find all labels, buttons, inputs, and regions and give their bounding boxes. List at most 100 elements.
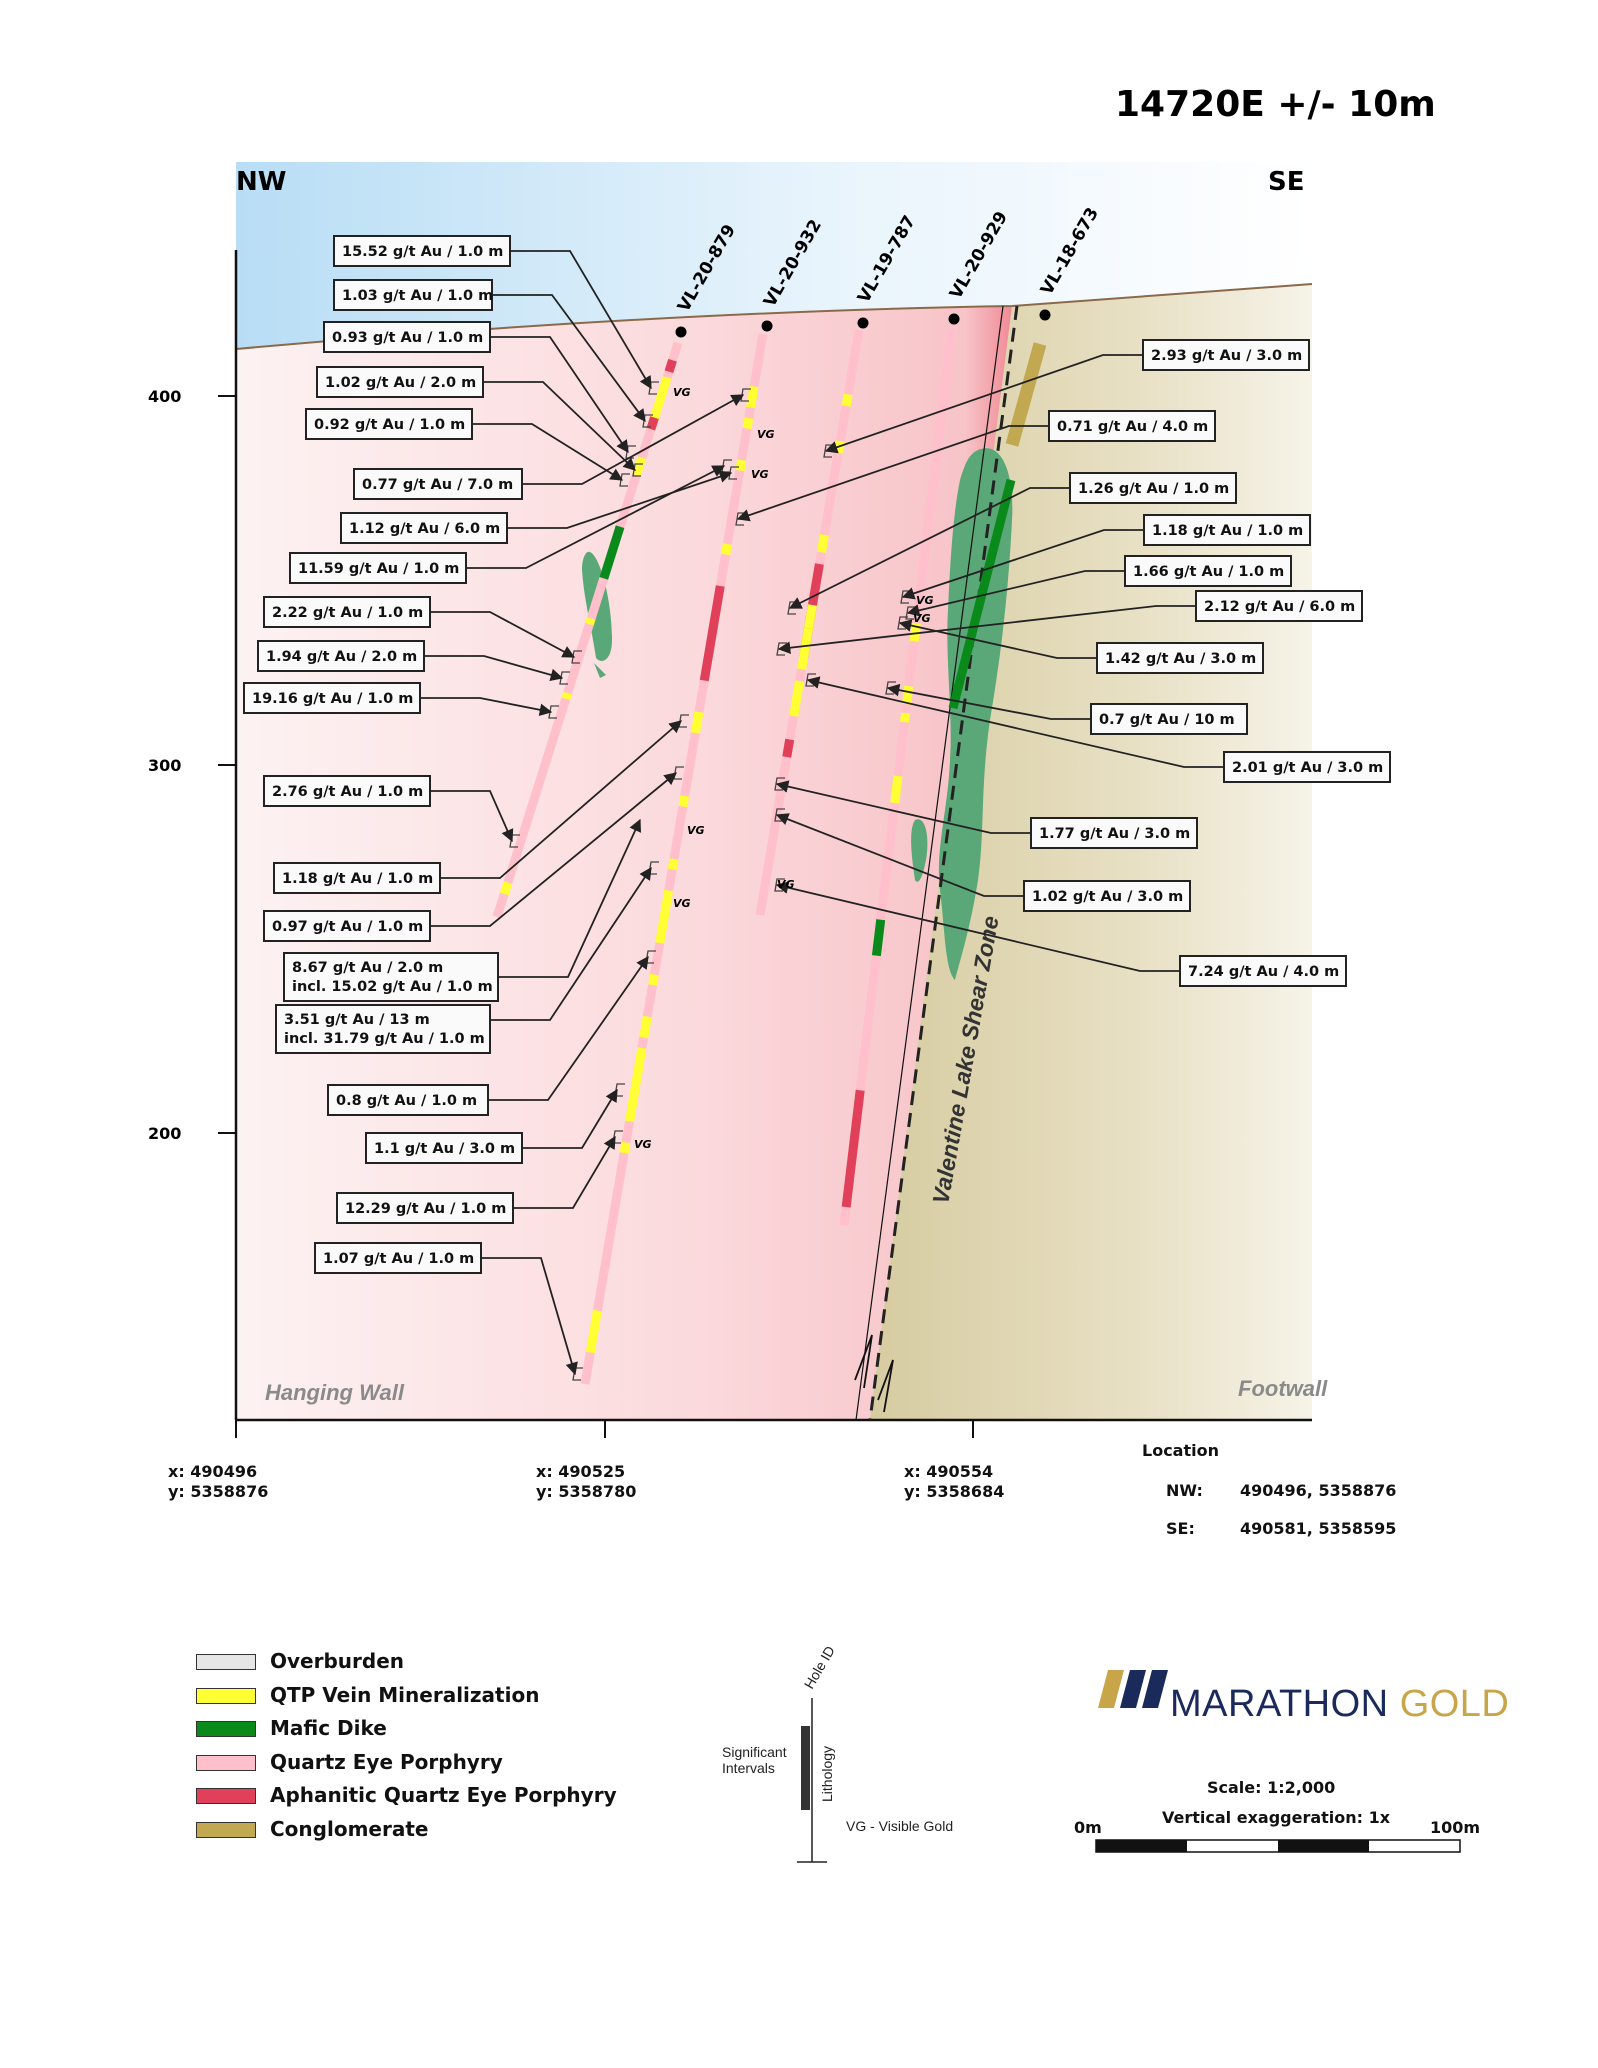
location-value: 490581, 5358595 (1240, 1519, 1397, 1538)
key-significant-intervals: Significant Intervals (722, 1744, 787, 1776)
vertical-exaggeration: Vertical exaggeration: 1x (1162, 1808, 1391, 1827)
fault-movement-arrows (854, 1334, 894, 1413)
collar-marker (948, 313, 960, 325)
qtp-segment (900, 712, 911, 723)
callout-leader (522, 394, 745, 485)
callout-leader (736, 425, 1049, 522)
key-interval-bar (801, 1726, 810, 1810)
brand-wordmark: MARATHON GOLD (1170, 1683, 1509, 1726)
callout-leader (488, 955, 649, 1101)
orientation-se: SE (1268, 167, 1305, 197)
vg-label: VG (777, 878, 795, 891)
mafic-dike-zone (594, 663, 606, 678)
qtp-segment (499, 881, 513, 896)
interval-callout-text: 1.1 g/t Au / 3.0 m (374, 1141, 515, 1157)
qtp-segment (648, 973, 659, 986)
interval-callout-box (1030, 817, 1198, 849)
qtp-segment (789, 680, 805, 717)
callout-leader (424, 655, 564, 681)
legend-swatch (196, 1721, 256, 1737)
legend-label: QTP Vein Mineralization (270, 1682, 540, 1707)
interval-callout-box (340, 512, 508, 544)
x-coordinate-label: x: 490496 y: 5358876 (168, 1462, 268, 1502)
location-row: NW: 490496, 5358876 (1166, 1481, 1396, 1500)
interval-callout-text: 2.93 g/t Au / 3.0 m (1151, 348, 1302, 364)
y-tick-label: 400 (148, 387, 181, 406)
qtp-segment (585, 1309, 602, 1354)
orientation-nw: NW (236, 167, 286, 197)
aph-segment (841, 1089, 865, 1208)
qtp-segment (639, 1015, 652, 1039)
qtp-segment (735, 459, 747, 472)
qtp-segment (655, 889, 674, 944)
interval-callout-box (275, 1004, 491, 1054)
callout-leader (824, 354, 1143, 454)
qtp-segment (678, 795, 690, 808)
key-diagram: Hole ID Lithology (797, 1643, 838, 1863)
interval-callout-text: 0.77 g/t Au / 7.0 m (362, 477, 513, 493)
collar-marker (761, 320, 773, 332)
interval-callout-box (316, 366, 484, 398)
legend-swatch (196, 1821, 256, 1838)
interval-callout-text: 2.12 g/t Au / 6.0 m (1204, 599, 1355, 615)
interval-callout-text: 19.16 g/t Au / 1.0 m (252, 691, 413, 707)
y-tick-label: 300 (148, 756, 181, 775)
interval-callout-box (263, 910, 431, 942)
fault-trace (855, 305, 1004, 1421)
interval-callout-box (1090, 703, 1248, 735)
interval-callout-box (1096, 642, 1264, 674)
legend-swatch (196, 1754, 256, 1771)
vg-label: VG (673, 386, 691, 399)
interval-callout-text: 2.76 g/t Au / 1.0 m (272, 784, 423, 800)
interval-callout-box (243, 682, 421, 714)
interval-callout-box (263, 596, 431, 628)
interval-callout-text: 12.29 g/t Au / 1.0 m (345, 1201, 506, 1217)
brand-word-gold: GOLD (1399, 1683, 1510, 1725)
interval-callout-text: 1.12 g/t Au / 6.0 m (349, 521, 500, 537)
qtp-segment (619, 1141, 631, 1154)
interval-callout-box (336, 1192, 514, 1224)
interval-callout-box (1143, 514, 1311, 546)
interval-callout-text: 0.93 g/t Au / 1.0 m (332, 330, 483, 346)
interval-callout-box (1048, 410, 1216, 442)
y-coordinate-value: y: 5358876 (168, 1482, 269, 1501)
page-title: 14720E +/- 10m (1115, 84, 1436, 125)
interval-callout-text: 15.52 g/t Au / 1.0 m (342, 244, 503, 260)
key-visible-gold: VG - Visible Gold (846, 1818, 954, 1834)
qep-segment (492, 341, 683, 919)
callout-leader (490, 336, 629, 454)
callout-leader (788, 487, 1070, 609)
interval-callout-box (365, 1132, 523, 1164)
callout-leader (806, 676, 1224, 768)
qtp-segment (890, 775, 903, 804)
interval-callout-box (353, 468, 523, 500)
callout-leader (430, 611, 576, 658)
vg-label: VG (757, 428, 775, 441)
x-coordinate-label: x: 490554 y: 5358684 (904, 1462, 1004, 1502)
scale-end: 100m (1430, 1818, 1481, 1837)
aph-segment (782, 738, 795, 758)
callout-leader (513, 1135, 616, 1209)
interval-callout-text: 1.26 g/t Au / 1.0 m (1078, 481, 1229, 497)
collar-marker (1039, 309, 1051, 321)
qtp-segment (804, 604, 817, 630)
legend-swatch (196, 1788, 256, 1804)
interval-callout-box (273, 862, 441, 894)
interval-callout-text: 1.02 g/t Au / 2.0 m (325, 375, 476, 391)
qtp-segment (721, 543, 732, 556)
aph-segment (646, 416, 659, 431)
vg-label: VG (634, 1138, 652, 1151)
key-hole-id: Hole ID (801, 1643, 838, 1691)
location-label: SE: (1166, 1519, 1195, 1538)
scale-bar (1095, 1839, 1461, 1853)
callout-leader (522, 1088, 618, 1149)
callout-leader (492, 294, 646, 423)
callout-leader (430, 790, 514, 843)
callout-leader (481, 1257, 578, 1376)
interval-callout-box (263, 775, 431, 807)
x-coordinate-value: x: 490525 (536, 1462, 626, 1481)
legend-label: Overburden (270, 1649, 405, 1673)
qtp-segment (841, 393, 853, 407)
interval-callout-box (257, 640, 425, 672)
